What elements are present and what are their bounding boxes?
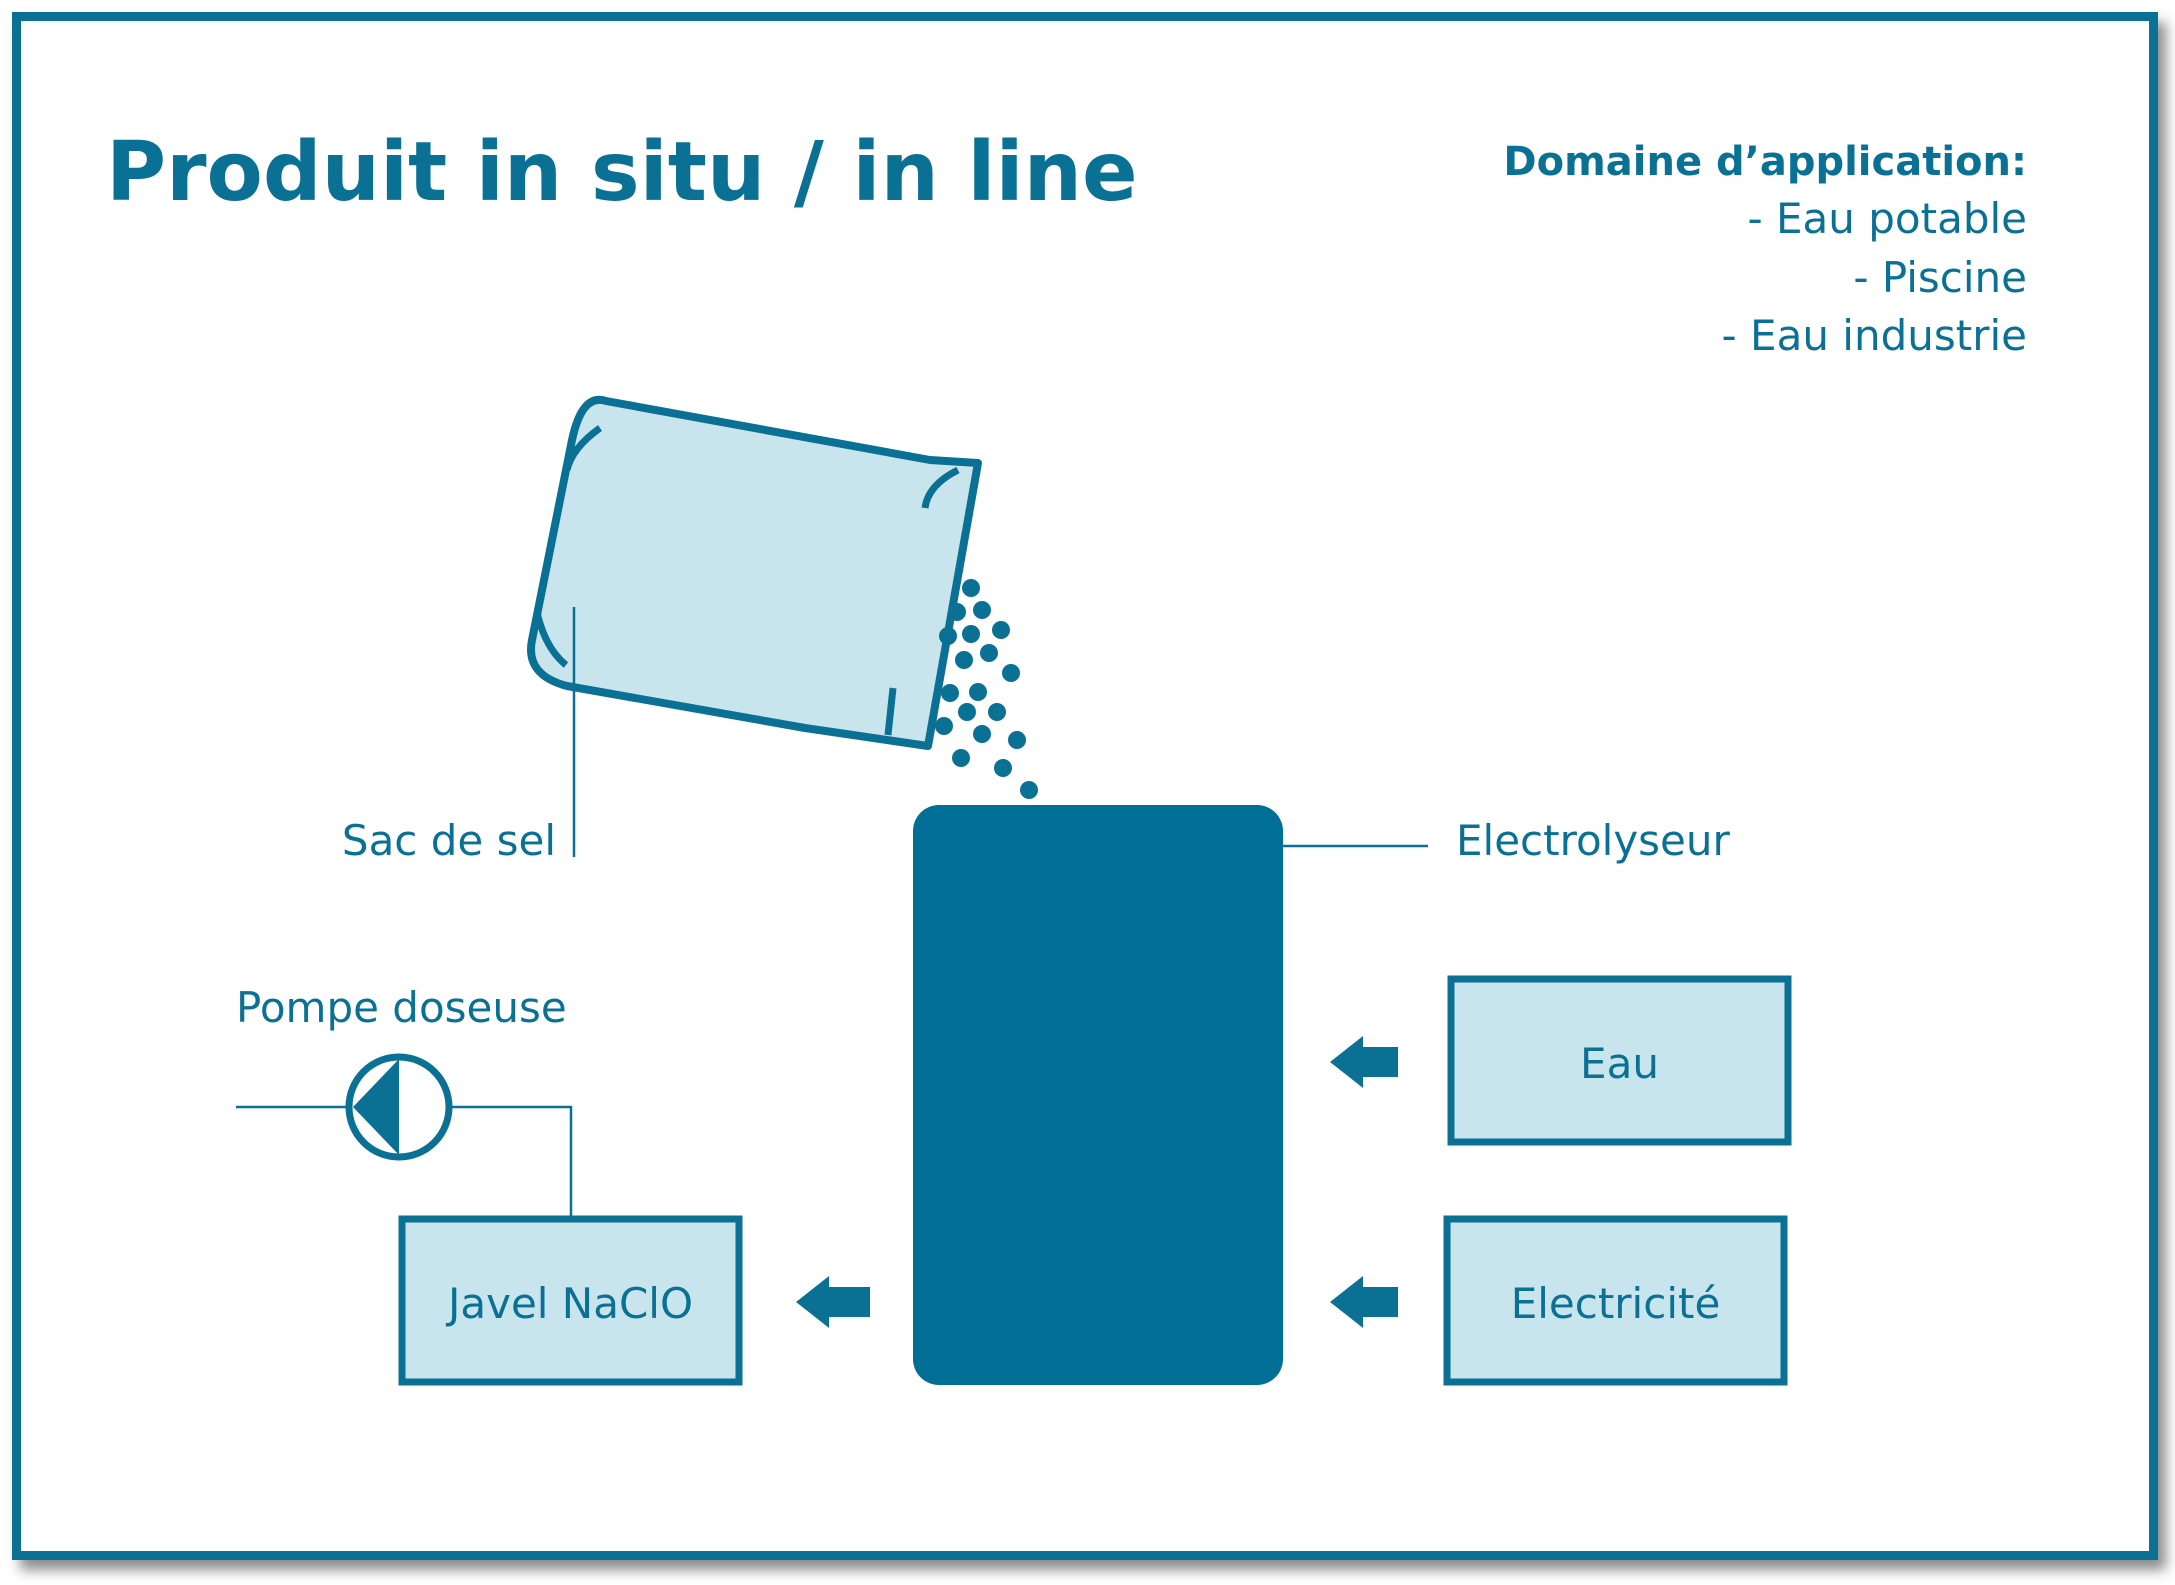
domain-item: - Eau industrie [1722, 311, 2027, 360]
salt-bag-label: Sac de sel [342, 816, 556, 865]
electricity-label: Electricité [1511, 1279, 1721, 1328]
salt-grains-icon [935, 579, 1038, 799]
electrolyser-label: Electrolyseur [1456, 816, 1731, 865]
bleach-label: Javel NaClO [445, 1279, 693, 1328]
page-title: Produit in situ / in line [106, 125, 1138, 220]
domain-item: - Piscine [1853, 253, 2027, 302]
arrow-left-icon [796, 1276, 870, 1328]
water-box: Eau [1447, 975, 1792, 1146]
dosing-pump-icon [236, 1053, 573, 1219]
bleach-box: Javel NaClO [398, 1215, 743, 1386]
domain-item: - Eau potable [1748, 194, 2027, 243]
arrow-left-icon [1330, 1276, 1398, 1328]
pump-label: Pompe doseuse [236, 983, 567, 1032]
water-label: Eau [1580, 1039, 1659, 1088]
electrolyser-tank [913, 805, 1283, 1385]
application-domain: Domaine d’application: - Eau potable - P… [1503, 139, 2027, 360]
arrow-left-icon [1330, 1036, 1398, 1088]
domain-heading: Domaine d’application: [1503, 139, 2027, 185]
salt-bag-icon [527, 395, 982, 750]
electricity-box: Electricité [1443, 1215, 1788, 1386]
